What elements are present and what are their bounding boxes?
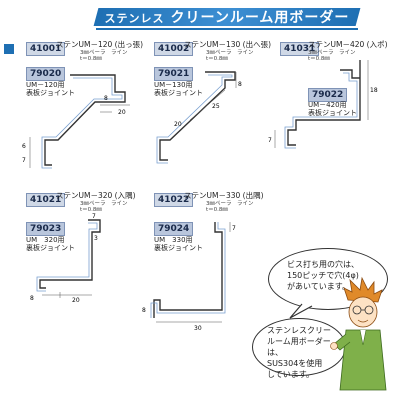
dim-label: 8 bbox=[238, 81, 242, 88]
dim-label: 8 bbox=[142, 307, 146, 314]
dim-label: 30 bbox=[194, 325, 202, 332]
product-name: ステンUM－320 (入隅) bbox=[56, 191, 136, 200]
dim-label: 7 bbox=[22, 157, 26, 164]
product-line: 3㎜ペーラ ライン bbox=[80, 50, 128, 56]
product-thickness: t＝0.8㎜ bbox=[80, 207, 102, 213]
product-line: 3㎜ペーラ ライン bbox=[80, 201, 128, 207]
joint-name: 表板ジョイント bbox=[154, 89, 203, 97]
joint-code: 79024 bbox=[154, 222, 194, 236]
product-code: 41002 bbox=[154, 42, 194, 56]
dim-label: 20 bbox=[174, 121, 182, 128]
joint-label: UM 330用 bbox=[154, 236, 193, 244]
bubble-line: 150ピッチで穴(4φ) bbox=[287, 271, 359, 280]
dim-label: 18 bbox=[370, 87, 378, 94]
title-prefix: ステンレス bbox=[104, 12, 165, 25]
joint-label: UM－420用 bbox=[308, 101, 347, 109]
page-title: ステンレスクリーンルーム用ボーダー bbox=[96, 7, 358, 27]
bubble-line: があいています。 bbox=[287, 282, 350, 291]
title-main: クリーンルーム用ボーダー bbox=[170, 10, 350, 26]
dim-label: 7 bbox=[92, 213, 96, 220]
product-name: ステンUM－130 (出へ張) bbox=[184, 40, 272, 49]
joint-code: 79021 bbox=[154, 67, 194, 81]
joint-label: UM－120用 bbox=[26, 81, 65, 89]
joint-code: 79020 bbox=[26, 67, 66, 81]
dim-label: 3 bbox=[94, 235, 98, 242]
dim-label: 7 bbox=[232, 225, 236, 232]
product-name: ステンUM－420 (入ポ) bbox=[308, 40, 388, 49]
header-banner: ステンレスクリーンルーム用ボーダー bbox=[93, 6, 361, 30]
product-code: 41022 bbox=[154, 193, 194, 207]
product-line: 3㎜ペーラ ライン bbox=[206, 50, 254, 56]
dim-label: 7 bbox=[268, 137, 272, 144]
product-thickness: t＝0.8㎜ bbox=[80, 56, 102, 62]
joint-name: 表板ジョイント bbox=[26, 89, 75, 97]
product-thickness: t＝0.8㎜ bbox=[206, 56, 228, 62]
joint-name: 裏板ジョイント bbox=[26, 244, 75, 252]
product-line: 3㎜ペーラ ライン bbox=[308, 50, 356, 56]
bubble-line: しています。 bbox=[267, 370, 314, 379]
product-code: 41001 bbox=[26, 42, 66, 56]
dim-label: 8 bbox=[30, 295, 34, 302]
joint-label: UM 320用 bbox=[26, 236, 65, 244]
product-line: 3㎜ペーラ ライン bbox=[206, 201, 254, 207]
joint-name: 表板ジョイント bbox=[308, 109, 357, 117]
product-name: ステンUM－330 (出隅) bbox=[184, 191, 264, 200]
joint-label: UM－130用 bbox=[154, 81, 193, 89]
bubble-line: ビス打ち用の穴は、 bbox=[287, 260, 359, 269]
bubble-line: SUS304を使用 bbox=[267, 359, 323, 368]
product-code: 41021 bbox=[26, 193, 66, 207]
joint-name: 裏板ジョイント bbox=[154, 244, 203, 252]
joint-code: 79022 bbox=[308, 88, 348, 102]
product-thickness: t＝0.8㎜ bbox=[206, 207, 228, 213]
product-name: ステンUM－120 (出っ張) bbox=[56, 40, 144, 49]
bubble-line: ステンレスクリー bbox=[267, 326, 331, 335]
dim-label: 20 bbox=[72, 297, 80, 304]
dim-label: 25 bbox=[212, 103, 220, 110]
bubble-line: ルーム用ボーダーは、 bbox=[267, 337, 331, 357]
dim-label: 20 bbox=[118, 109, 126, 116]
dim-label: 6 bbox=[22, 143, 26, 150]
joint-code: 79023 bbox=[26, 222, 66, 236]
section-marker bbox=[4, 44, 14, 54]
speech-bubble-material: ステンレスクリー ルーム用ボーダーは、 SUS304を使用 しています。 bbox=[252, 318, 346, 379]
product-thickness: t＝0.8㎜ bbox=[308, 56, 330, 62]
product-code: 41031 bbox=[280, 42, 320, 56]
dim-label: 8 bbox=[104, 95, 108, 102]
